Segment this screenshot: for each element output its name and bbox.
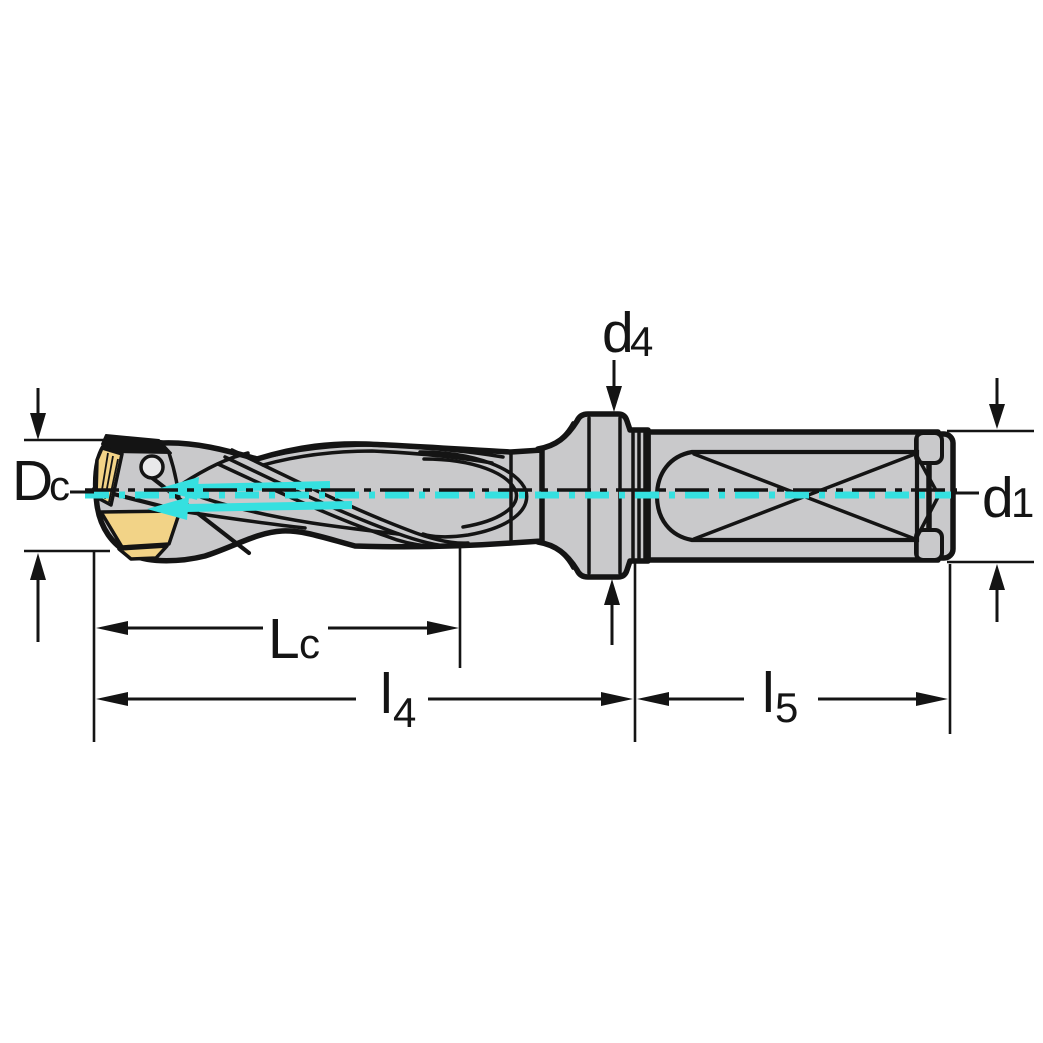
- arrowhead: [916, 692, 948, 706]
- coolant-hole: [139, 454, 165, 480]
- label-l4-sub: 4: [393, 689, 416, 736]
- arrowhead: [604, 579, 620, 605]
- label-lc: L: [268, 607, 300, 671]
- dimension-dc: D c: [12, 388, 110, 642]
- label-lc-sub: c: [299, 620, 320, 667]
- label-dc: D: [12, 449, 53, 513]
- label-d4-sub: 4: [630, 318, 653, 365]
- arrowhead: [96, 621, 128, 635]
- tip-cap: [101, 434, 172, 454]
- label-d1: d: [982, 466, 1014, 530]
- arrowhead: [30, 413, 46, 440]
- insert-outer-edge: [117, 544, 169, 561]
- label-d1-sub: 1: [1011, 479, 1034, 526]
- label-l5: l: [762, 661, 775, 725]
- coolant-arrowhead-lower: [147, 497, 189, 520]
- flute-margin-inner: [261, 449, 494, 467]
- label-l5-sub: 5: [775, 684, 798, 731]
- label-dc-sub: c: [49, 462, 70, 509]
- arrowhead: [601, 692, 633, 706]
- helix-line-1: [230, 448, 470, 545]
- dimension-d4: d 4: [602, 301, 653, 645]
- dimension-lc: L c: [96, 607, 459, 671]
- label-d4: d: [602, 301, 634, 365]
- drill-flute-body: [92, 435, 545, 564]
- coolant-arrow-shaft-upper: [195, 481, 331, 492]
- arrowhead: [989, 564, 1005, 590]
- extension-lines: [92, 546, 952, 742]
- arrowhead: [606, 386, 622, 412]
- arrowhead: [30, 553, 46, 580]
- flute-lens-inner: [422, 457, 519, 529]
- flute-lens-outer: [418, 450, 529, 539]
- dimension-d1: d 1: [947, 378, 1034, 622]
- arrowhead: [427, 621, 459, 635]
- clamping-flat: [654, 449, 920, 543]
- dimension-l4: l 4: [96, 662, 633, 736]
- arrowhead: [637, 692, 669, 706]
- arrowhead: [96, 692, 128, 706]
- insert-outer: [99, 509, 182, 549]
- centerline: [85, 488, 957, 499]
- label-l4: l: [380, 662, 393, 726]
- flute-margin-outer: [256, 443, 505, 461]
- helix-line-2: [223, 455, 452, 548]
- dimension-l5: l 5: [637, 661, 948, 731]
- coolant-arrow-shaft-lower: [185, 501, 353, 512]
- arrowhead: [989, 404, 1005, 429]
